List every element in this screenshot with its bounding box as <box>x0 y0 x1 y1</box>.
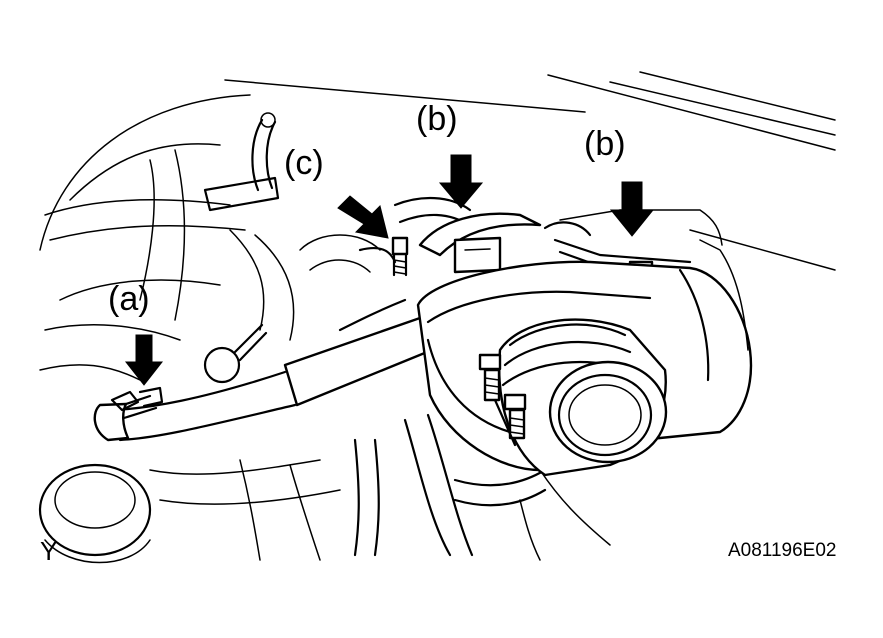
orientation-mark: Y <box>40 536 57 566</box>
down-arrow-icon <box>124 334 164 386</box>
engine-bay-background <box>38 94 381 564</box>
down-arrow-icon <box>609 181 655 237</box>
arrow-b-left <box>438 154 484 209</box>
callout-label-b-left: (b) <box>416 100 458 138</box>
callout-label-c: (c) <box>284 144 324 182</box>
arrow-b-right <box>609 181 655 237</box>
callout-label-a: (a) <box>108 280 150 318</box>
arrow-a <box>124 334 164 386</box>
arrow-c <box>337 195 389 239</box>
down-arrow-icon <box>337 195 389 239</box>
intake-bellows <box>498 318 668 477</box>
bolt-c <box>338 236 409 332</box>
callout-label-b-right: (b) <box>584 125 626 163</box>
figure-id: A081196E02 <box>728 540 836 561</box>
hood-lines <box>224 71 836 271</box>
lower-pipes <box>149 413 611 561</box>
down-arrow-icon <box>438 154 484 209</box>
bellows-clamp-bolts <box>478 353 527 447</box>
